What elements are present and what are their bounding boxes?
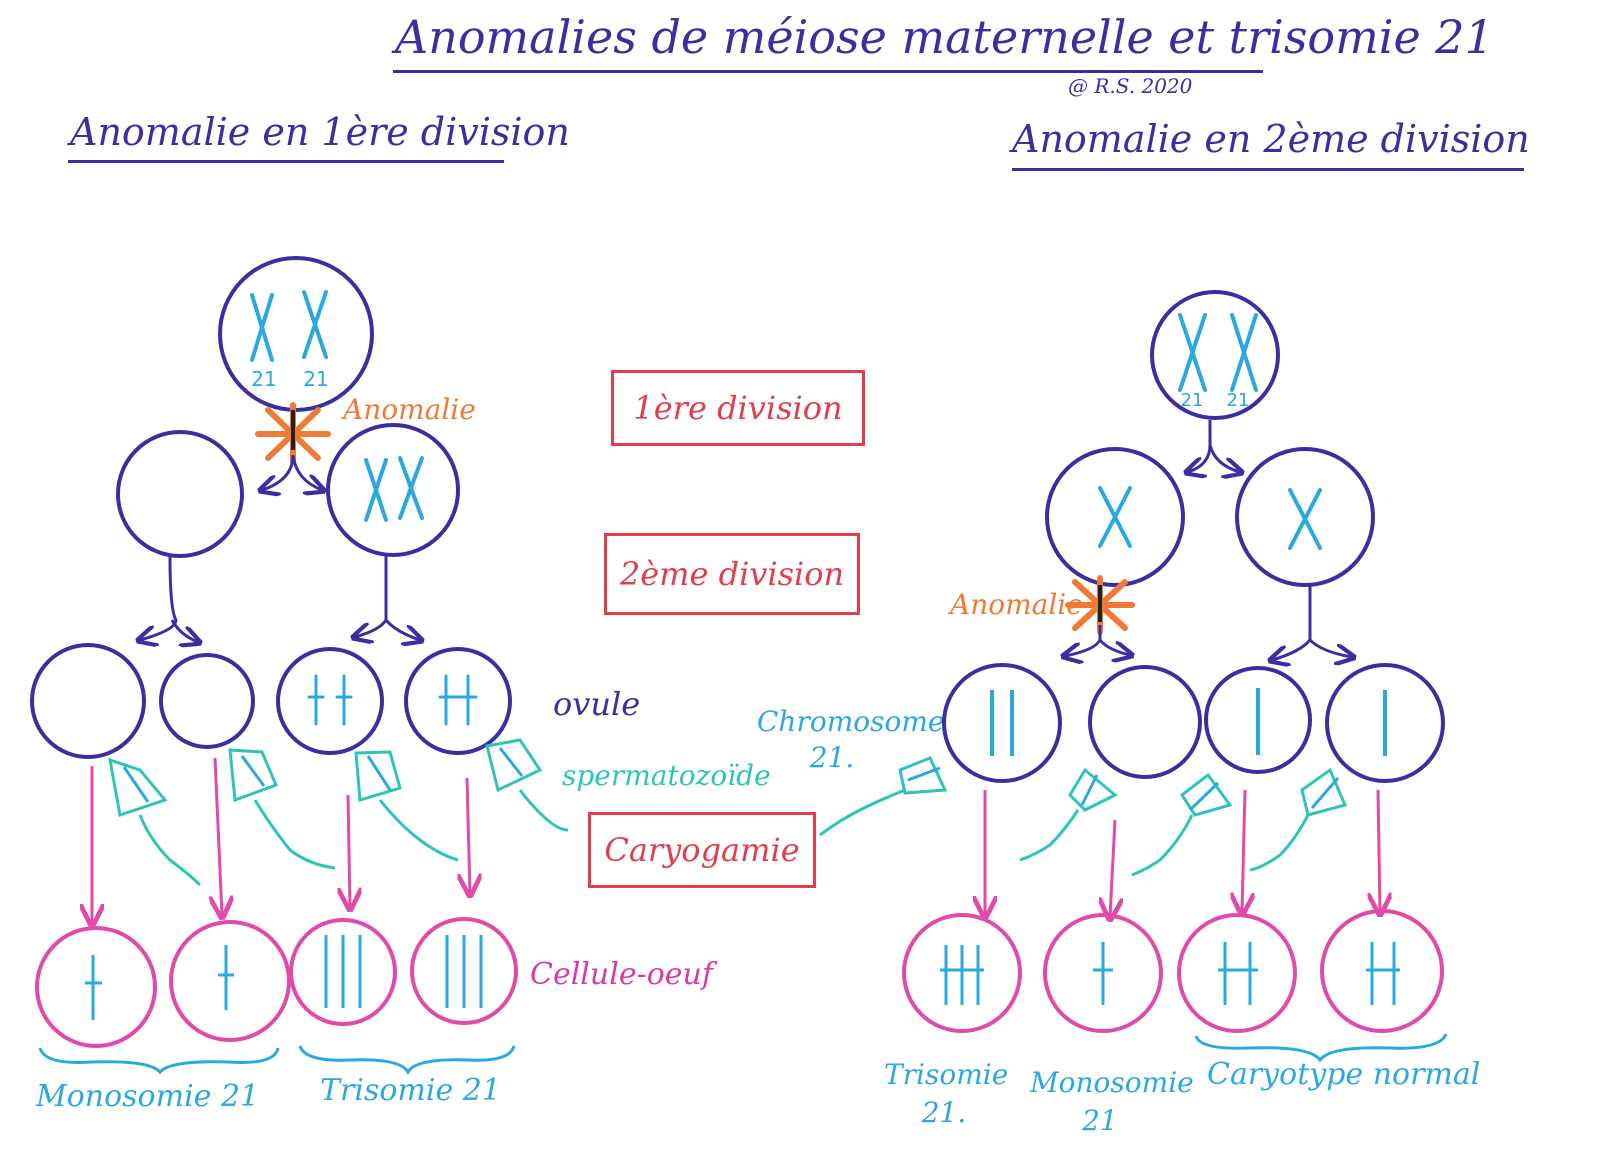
ovule-cell: [942, 663, 1062, 783]
trisomie-21-right-label: Trisomie 21.: [884, 1058, 1009, 1129]
zygote-cell: [1043, 913, 1163, 1033]
first-division-box: 1ère division: [611, 370, 865, 446]
chromosome-number: 21: [1181, 390, 1204, 411]
brace: [1194, 1033, 1448, 1063]
brace: [298, 1045, 516, 1076]
sperm-icon: [228, 748, 336, 870]
fertilization-arrow: [92, 757, 470, 923]
spermatozoide-label: spermatozoïde: [562, 759, 771, 792]
sperm-icon: [819, 756, 948, 837]
credit: @ R.S. 2020: [1068, 74, 1193, 98]
zygote-cell: [289, 918, 397, 1026]
ovule-cell: [404, 647, 512, 755]
sperm-icon: [1019, 767, 1118, 862]
ovule-cell: [159, 653, 255, 749]
zygote-cell: [410, 917, 518, 1025]
chromosome-number: 21: [1227, 390, 1250, 411]
page-title: Anomalies de méiose maternelle et trisom…: [395, 10, 1494, 64]
title-underline: [393, 70, 1263, 73]
second-division-box: 2ème division: [604, 533, 860, 615]
left-heading: Anomalie en 1ère division: [70, 110, 570, 154]
right-mother-cell: 21 21: [1150, 290, 1280, 420]
empty-cell: [116, 430, 244, 558]
right-heading: Anomalie en 2ème division: [1012, 117, 1530, 161]
left-mother-cell: 21 21: [218, 256, 374, 412]
zygote-cell: [902, 913, 1022, 1033]
chromosome-number: 21: [251, 367, 276, 391]
monosomie-21-right-label: Monosomie 21: [1030, 1066, 1194, 1137]
chromosome-x-pair: [250, 290, 328, 362]
right-anomaly-label: Anomalie: [950, 588, 1083, 621]
sperm-icon: [1131, 772, 1233, 877]
chromosome-number: 21: [303, 367, 328, 391]
ovule-label: ovule: [553, 685, 641, 723]
brace: [38, 1047, 280, 1075]
zygote-cell: [169, 920, 291, 1042]
left-anomaly-label: Anomalie: [343, 393, 476, 426]
monosomie-21-left-label: Monosomie 21: [36, 1079, 260, 1114]
single-chromosome-cell: [1235, 447, 1375, 587]
ovule-cell: [1325, 663, 1445, 783]
sperm-icon: [1249, 767, 1348, 872]
trisomie-21-left-label: Trisomie 21: [320, 1073, 501, 1108]
caryogamie-box: Caryogamie: [588, 812, 816, 888]
sperm-icon: [485, 738, 569, 832]
left-heading-underline: [68, 160, 504, 163]
caryotype-normal-label: Caryotype normal: [1207, 1057, 1481, 1092]
right-heading-underline: [1012, 168, 1524, 171]
ovule-cell: [30, 643, 146, 759]
ovule-cell: [276, 647, 384, 755]
ovule-cell: [1088, 665, 1202, 779]
fertilization-arrow: [985, 789, 1380, 917]
sperm-icon: [354, 750, 459, 862]
single-chromosome-cell: [1045, 447, 1185, 587]
zygote-cell: [1320, 909, 1444, 1033]
sperm-icon: [108, 757, 202, 887]
cellule-oeuf-label: Cellule-oeuf: [530, 957, 713, 992]
double-chromosome-cell: [326, 423, 460, 557]
ovule-cell: [1204, 666, 1312, 774]
zygote-cell: [1177, 913, 1297, 1033]
zygote-cell: [35, 926, 157, 1048]
